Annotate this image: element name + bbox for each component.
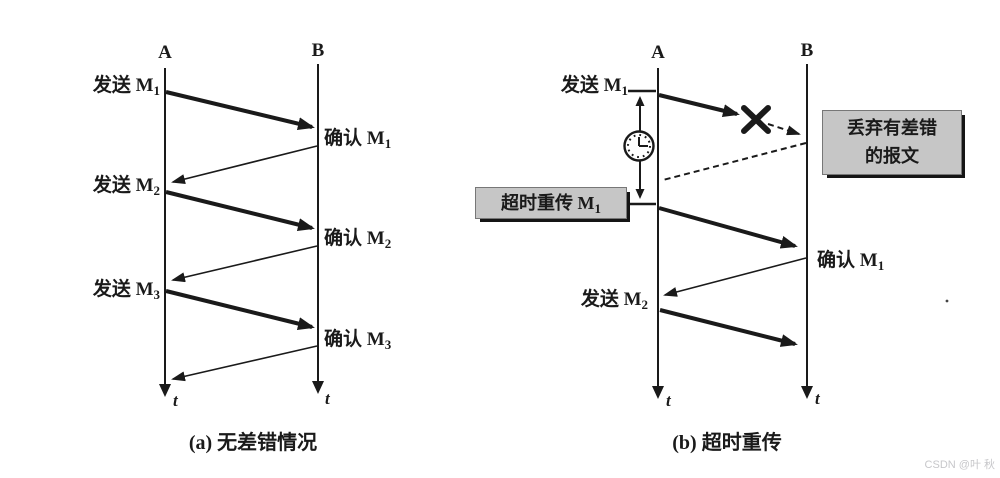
timeout-retransmit-box: 超时重传 M1 [475, 187, 627, 219]
panel-a-t-label-b: t [325, 389, 330, 408]
ack-m1-arrow [663, 257, 807, 297]
label-send-m1: 发送 M1 [92, 75, 160, 98]
label-send-m2: 发送 M2 [580, 289, 648, 312]
panel-a-host-a: A [158, 42, 172, 63]
msg-m1-arrow [658, 93, 740, 118]
msg-m3-arrow [165, 289, 315, 330]
panel-a-host-b: B [311, 40, 325, 61]
panel-b-caption: (b) 超时重传 [672, 432, 782, 454]
label-ack-m1: 确认 M1 [324, 128, 392, 151]
panel-a-caption: (a) 无差错情况 [188, 432, 318, 454]
discard-note-line1: 丢弃有差错 [847, 118, 937, 138]
panel-b-host-b: B [800, 40, 814, 61]
panel-b-host-a: A [651, 42, 665, 63]
panel-b-t-label-a: t [666, 391, 671, 410]
label-ack-m1: 确认 M1 [817, 250, 885, 273]
discard-note-line2: 的报文 [865, 146, 919, 166]
label-ack-m2: 确认 M2 [324, 228, 392, 251]
csdn-watermark: CSDN @叶 秋 [924, 459, 995, 471]
msg-m2-arrow [165, 190, 315, 231]
msg-m1-retransmit-arrow [658, 206, 798, 249]
ink-speck [945, 299, 949, 303]
lost-packet-x-icon [741, 105, 771, 134]
ack-m3-arrow [171, 345, 318, 382]
panel-a-t-label-a: t [173, 391, 178, 410]
msg-m1-arrow [165, 90, 315, 131]
ack-m1-arrow [171, 145, 318, 184]
label-ack-m3: 确认 M3 [324, 329, 392, 352]
label-send-m3: 发送 M3 [92, 279, 160, 302]
lost-ack-dashed-line [662, 142, 807, 181]
msg-m2-arrow [659, 308, 798, 347]
discard-note-box: 丢弃有差错 的报文 [822, 110, 962, 175]
damaged-msg-dashed-arrow [767, 123, 801, 136]
panel-a-lines [159, 64, 324, 397]
panel-b-t-label-b: t [815, 389, 820, 408]
ack-m2-arrow [171, 245, 318, 283]
timeout-clock-icon [623, 130, 655, 162]
label-send-m1: 发送 M1 [560, 75, 628, 98]
panel-b-lines [627, 64, 813, 399]
label-send-m2: 发送 M2 [92, 175, 160, 198]
